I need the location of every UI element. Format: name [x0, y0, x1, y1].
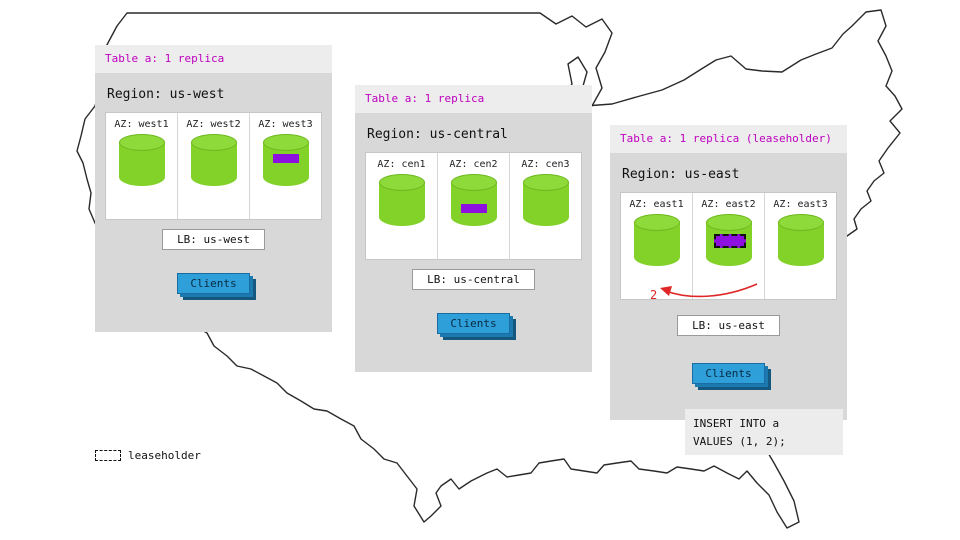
sql-note-box: INSERT INTO a VALUES (1, 2);: [685, 409, 843, 455]
clients-button: Clients: [437, 313, 510, 334]
az-box: AZ: west1 AZ: west2 AZ: west3: [105, 112, 322, 220]
table-replica-label: Table a: 1 replica (leaseholder): [620, 132, 832, 145]
sql-note-line2: VALUES (1, 2);: [693, 434, 786, 448]
panel-body: Region: us-east AZ: east1 AZ: east2 AZ: …: [610, 153, 847, 384]
lb-box: LB: us-west: [162, 229, 265, 250]
region-title: Region: us-east: [622, 167, 740, 182]
az-label: AZ: east3: [773, 199, 828, 210]
leaseholder-swatch-icon: [95, 450, 121, 461]
panel-body: Region: us-central AZ: cen1 AZ: cen2 AZ:…: [355, 113, 592, 334]
replica-badge: [272, 154, 299, 163]
region-panel-us-west: Table a: 1 replica Region: us-west AZ: w…: [95, 45, 332, 332]
replica-badge: [460, 204, 487, 213]
region-panel-us-central: Table a: 1 replica Region: us-central AZ…: [355, 85, 592, 372]
lb-box: LB: us-central: [412, 269, 535, 290]
db-cylinder: [190, 134, 237, 196]
lb-box: LB: us-east: [677, 315, 780, 336]
az-label: AZ: east2: [701, 199, 756, 210]
az-col-west3: AZ: west3: [250, 113, 321, 219]
region-panel-us-east: Table a: 1 replica (leaseholder) Region:…: [610, 125, 847, 420]
legend: leaseholder: [95, 449, 201, 462]
db-cylinder: [705, 214, 752, 276]
az-col-west2: AZ: west2: [178, 113, 250, 219]
az-label: AZ: west3: [258, 119, 313, 130]
sql-note-line1: INSERT INTO a: [693, 417, 780, 430]
az-label: AZ: cen1: [377, 159, 426, 170]
table-replica-label: Table a: 1 replica: [105, 52, 225, 65]
az-col-cen1: AZ: cen1: [366, 153, 438, 259]
leaseholder-badge: [713, 234, 746, 248]
db-cylinder: [633, 214, 680, 276]
table-replica-label: Table a: 1 replica: [365, 92, 485, 105]
db-cylinder: [118, 134, 165, 196]
db-cylinder: [378, 174, 425, 236]
db-cylinder: [522, 174, 569, 236]
az-col-east2: AZ: east2: [693, 193, 765, 299]
clients-button: Clients: [177, 273, 250, 294]
az-label: AZ: cen3: [521, 159, 570, 170]
db-cylinder: [262, 134, 309, 196]
az-label: AZ: west1: [114, 119, 169, 130]
db-cylinder: [450, 174, 497, 236]
clients-button: Clients: [692, 363, 765, 384]
panel-body: Region: us-west AZ: west1 AZ: west2 AZ: …: [95, 73, 332, 294]
table-replica-header: Table a: 1 replica: [95, 45, 332, 73]
az-label: AZ: cen2: [449, 159, 498, 170]
az-label: AZ: west2: [186, 119, 241, 130]
az-box: AZ: east1 AZ: east2 AZ: east3: [620, 192, 837, 300]
az-label: AZ: east1: [629, 199, 684, 210]
db-cylinder: [777, 214, 824, 276]
az-col-east1: AZ: east1: [621, 193, 693, 299]
step-annotation: 2: [650, 288, 658, 302]
table-replica-header: Table a: 1 replica (leaseholder): [610, 125, 847, 153]
table-replica-header: Table a: 1 replica: [355, 85, 592, 113]
region-title: Region: us-central: [367, 127, 508, 142]
az-col-east3: AZ: east3: [765, 193, 836, 299]
az-col-cen3: AZ: cen3: [510, 153, 581, 259]
az-col-west1: AZ: west1: [106, 113, 178, 219]
az-box: AZ: cen1 AZ: cen2 AZ: cen3: [365, 152, 582, 260]
region-title: Region: us-west: [107, 87, 225, 102]
az-col-cen2: AZ: cen2: [438, 153, 510, 259]
legend-label: leaseholder: [128, 449, 201, 462]
